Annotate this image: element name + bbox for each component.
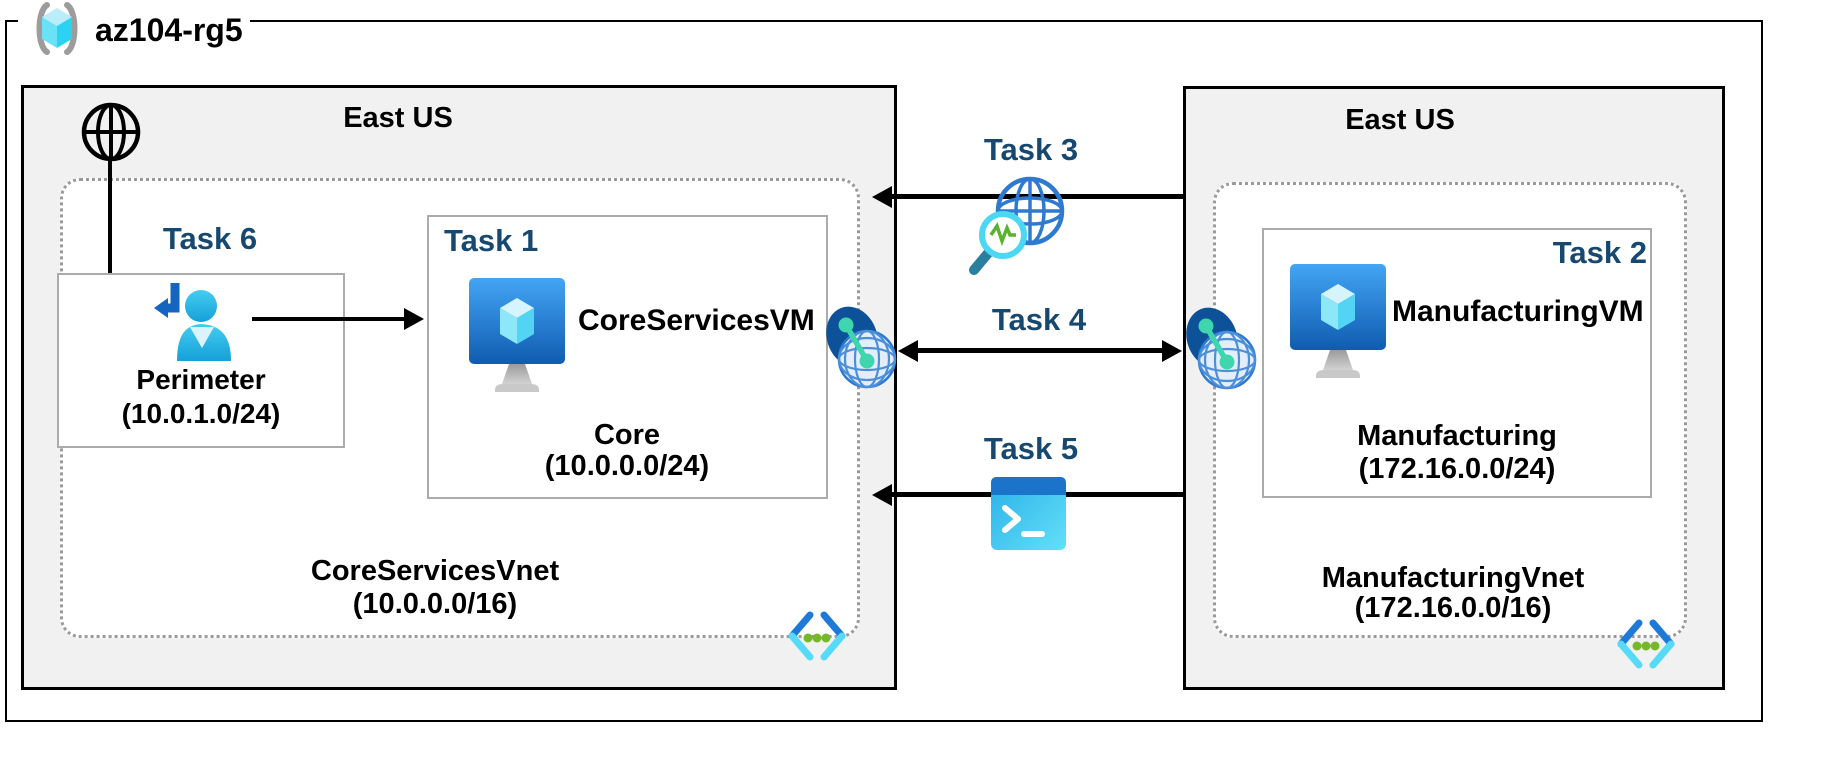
perimeter-subnet-name: Perimeter xyxy=(136,364,266,395)
internet-globe-icon xyxy=(81,102,141,162)
perimeter-subnet-cidr: (10.0.1.0/24) xyxy=(121,398,281,429)
virtual-machine-icon xyxy=(469,278,565,392)
vnet-peering-icon xyxy=(826,306,897,389)
resource-group-icon xyxy=(36,2,78,55)
network-watcher-icon xyxy=(969,176,1065,275)
core-vnet-name: CoreServicesVnet xyxy=(310,555,560,587)
manufacturing-vnet-cidr: (172.16.0.0/16) xyxy=(1354,592,1552,624)
core-vm-name: CoreServicesVM xyxy=(578,304,815,337)
vnet-peering-icon xyxy=(1186,307,1257,390)
virtual-network-icon xyxy=(788,611,846,661)
task2-label: Task 2 xyxy=(1552,235,1647,270)
task5-label: Task 5 xyxy=(983,431,1079,466)
task4-label: Task 4 xyxy=(991,302,1087,337)
cloud-shell-icon xyxy=(991,477,1066,550)
task6-label: Task 6 xyxy=(162,221,258,256)
virtual-machine-icon xyxy=(1290,264,1386,378)
left-region-location: East US xyxy=(343,102,453,134)
task1-label: Task 1 xyxy=(444,223,539,258)
manufacturing-vnet-name: ManufacturingVnet xyxy=(1321,562,1585,594)
manufacturing-subnet-cidr: (172.16.0.0/24) xyxy=(1358,453,1556,485)
core-subnet-name: Core xyxy=(593,419,661,451)
manufacturing-subnet-name: Manufacturing xyxy=(1357,420,1557,452)
task3-label: Task 3 xyxy=(983,132,1079,167)
core-subnet-cidr: (10.0.0.0/24) xyxy=(544,450,710,482)
sign-in-user-icon xyxy=(154,283,231,361)
virtual-network-icon xyxy=(1617,619,1675,669)
right-region-location: East US xyxy=(1345,104,1455,136)
core-vnet-cidr: (10.0.0.0/16) xyxy=(352,588,518,620)
manufacturing-vm-name: ManufacturingVM xyxy=(1392,295,1644,328)
resource-group-label: az104-rg5 xyxy=(95,12,243,48)
